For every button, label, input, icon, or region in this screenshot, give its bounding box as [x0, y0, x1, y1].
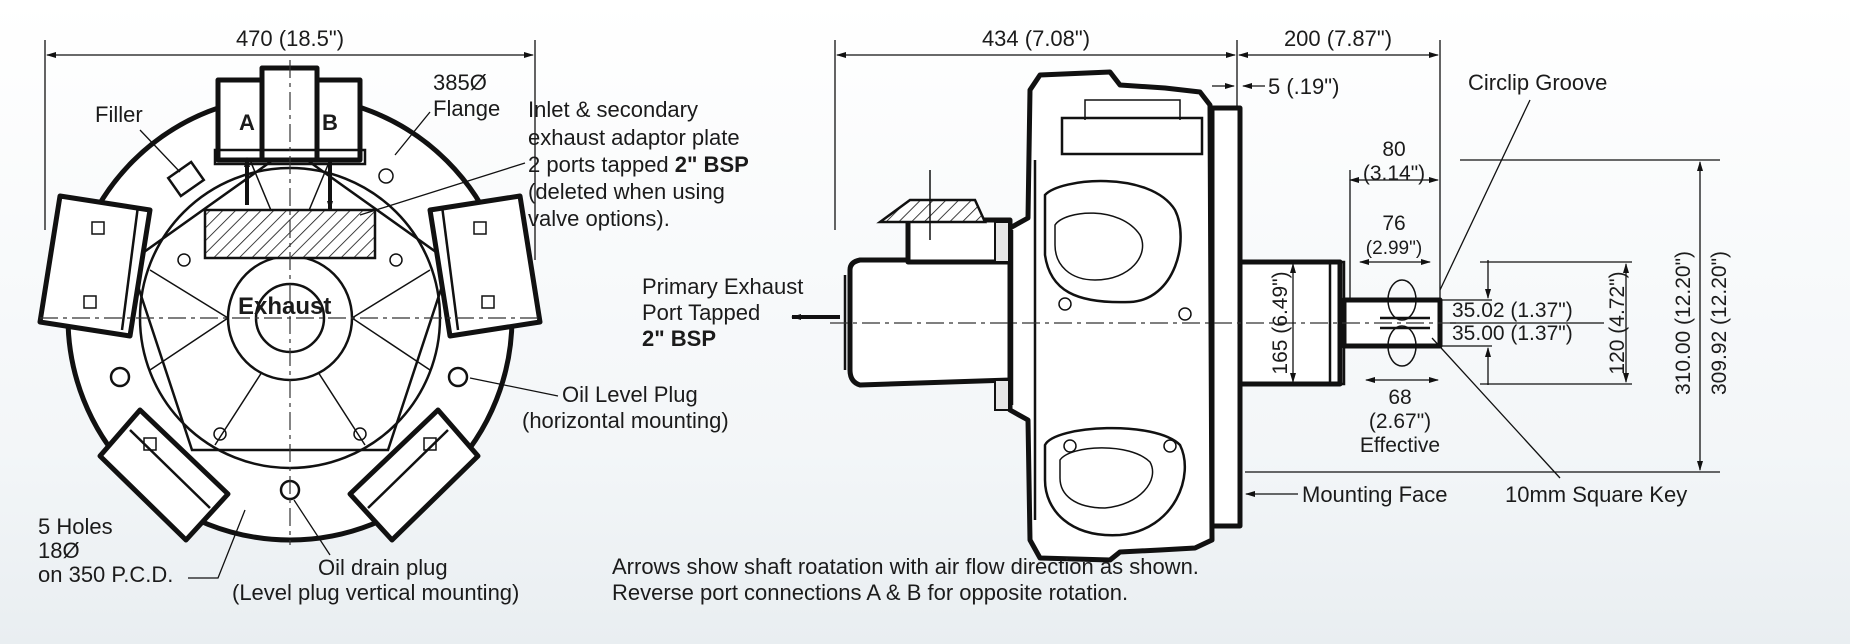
dim-68-label: 68 [1388, 386, 1411, 409]
cylinder-bottom-left [97, 407, 231, 543]
filler-label: Filler [95, 102, 143, 127]
dim-200-label: 200 (7.87") [1284, 26, 1392, 51]
bolt-head [1178, 307, 1192, 321]
holes-label-line3: on 350 P.C.D. [38, 562, 173, 587]
primary-exhaust-line2: Port Tapped [642, 300, 760, 325]
inlet-note-line1: Inlet & secondary [528, 97, 698, 122]
dim-76-inch: (2.99") [1366, 238, 1422, 259]
dim-310-label: 310.00 (12.20") [1672, 251, 1695, 395]
oil-drain-leader [293, 499, 331, 556]
cylinder-head-lower [1043, 426, 1187, 537]
dia-max-label: 35.02 (1.37") [1452, 299, 1573, 322]
holes-leader [188, 509, 246, 579]
exhaust-label: Exhaust [238, 293, 331, 320]
filler-leader [139, 129, 181, 173]
oil-drain-plug-label: Oil drain plug [318, 555, 448, 580]
dim-68-note: Effective [1360, 434, 1440, 457]
mounting-flange [1209, 105, 1243, 529]
bolt-hole [177, 253, 191, 267]
bolt-head [1063, 439, 1077, 453]
rotor-spokes [149, 159, 431, 446]
inlet-note-line2: exhaust adaptor plate [528, 125, 740, 150]
bolt-hole [378, 168, 394, 184]
cylinder-head-detail [1054, 212, 1144, 281]
inlet-note-line5: valve options). [528, 206, 670, 231]
filler-cap [166, 160, 206, 198]
dim-80-inch: (3.14") [1363, 162, 1425, 185]
rear-fitting [994, 221, 1010, 263]
bolt-head [1058, 297, 1072, 311]
dim-165-label: 165 (6.49") [1269, 271, 1292, 374]
cylinder-top-left [37, 193, 153, 339]
mounting-hole [109, 366, 131, 388]
oil-level-leader [469, 377, 559, 397]
oil-level-plug-label: Oil Level Plug [562, 382, 698, 407]
cylinder-head-upper [1043, 179, 1182, 304]
inlet-note-line3: 2 ports tapped 2" BSP [528, 152, 749, 177]
port-riser [1084, 99, 1181, 120]
circlip-groove [1387, 279, 1417, 321]
flange-leader [394, 111, 431, 156]
inlet-note-leader [359, 162, 526, 216]
primary-exhaust-line1: Primary Exhaust [642, 274, 803, 299]
rear-fitting [994, 379, 1010, 411]
inlet-note-line4: (deleted when using [528, 179, 725, 204]
rear-port-hatch [876, 198, 987, 224]
port-riser [259, 65, 320, 163]
primary-exhaust-bsp: 2" BSP [642, 326, 716, 351]
square-key-label: 10mm Square Key [1505, 482, 1687, 507]
port-a-label: A [239, 110, 255, 135]
rotation-note-line1: Arrows show shaft roatation with air flo… [612, 554, 1199, 579]
holes-label-line1: 5 Holes [38, 514, 113, 539]
side-view: 434 (7.08") 200 (7.87") 5 (.19") [642, 26, 1731, 563]
cylinder-bottom-right [347, 407, 481, 543]
oil-level-plug-note: (horizontal mounting) [522, 408, 729, 433]
port-b-label: B [322, 110, 338, 135]
circlip-groove [1387, 325, 1417, 367]
dim-434-label: 434 (7.08") [982, 26, 1090, 51]
oil-level-plug-hole [447, 366, 469, 388]
flange-label: Flange [433, 96, 500, 121]
bolt-head [1163, 439, 1177, 453]
dim-68-inch: (2.67") [1369, 410, 1431, 433]
cylinder-head-detail [1059, 447, 1154, 509]
dim-76-label: 76 [1382, 212, 1405, 235]
dim-80-label: 80 [1382, 138, 1405, 161]
flange-diameter-label: 385Ø [433, 70, 487, 95]
cylinder-top-right [427, 193, 543, 339]
dim-120-label: 120 (4.72") [1606, 271, 1629, 374]
dia-min-label: 35.00 (1.37") [1452, 322, 1573, 345]
front-view: 470 (18.5") A B [37, 26, 749, 605]
port-adaptor-plate [1060, 116, 1204, 156]
bolt-hole [213, 427, 227, 441]
holes-label-line2: 18Ø [38, 538, 80, 563]
circlip-groove-label: Circlip Groove [1468, 70, 1607, 95]
bolt-hole [353, 427, 367, 441]
oil-drain-plug-note: (Level plug vertical mounting) [232, 580, 519, 605]
dim-470-label: 470 (18.5") [236, 26, 344, 51]
rotation-note-line2: Reverse port connections A & B for oppos… [612, 580, 1128, 605]
square-key-leader [1431, 337, 1561, 479]
bolt-hole [389, 253, 403, 267]
circlip-groove-leader [1439, 99, 1531, 291]
mounting-face-label: Mounting Face [1302, 482, 1448, 507]
dim-309-label: 309.92 (12.20") [1708, 251, 1731, 395]
dim-5-label: 5 (.19") [1268, 74, 1339, 99]
